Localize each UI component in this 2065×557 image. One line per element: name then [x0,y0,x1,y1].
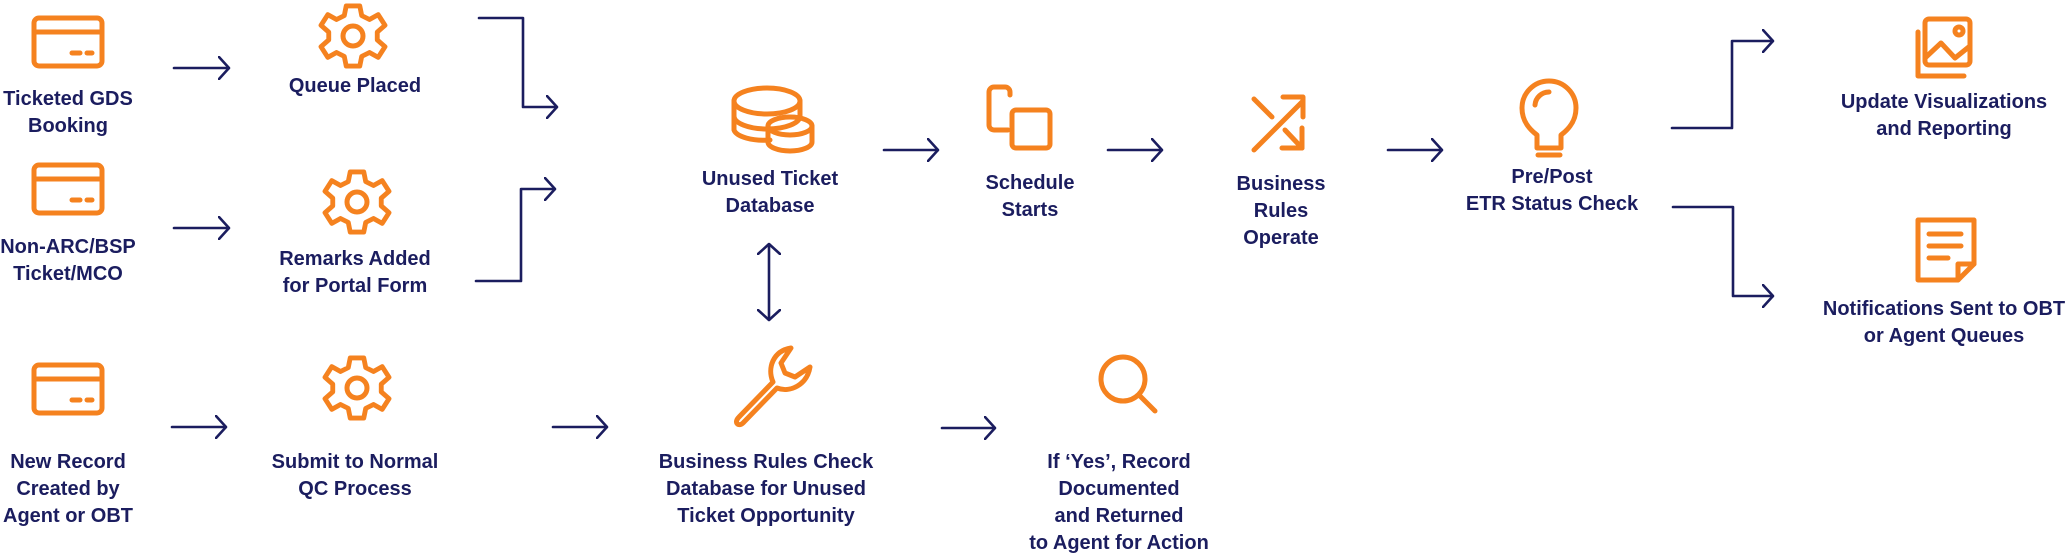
node-label-queue-placed: Queue Placed [289,73,421,100]
label-line: If ‘Yes’, Record [1047,451,1191,473]
browser-window-icon [31,15,105,69]
shuffle-icon [1251,94,1306,153]
node-label-non-arc-bsp-ticket: Non-ARC/BSP Ticket/MCO [0,234,136,288]
coins-icon [731,85,815,154]
label-line: New Record [10,451,126,473]
label-line: Update Visualizations [1840,91,2048,113]
label-line: Submit to Normal [271,451,439,473]
node-label-business-rules-operate: Business Rules Operate [1237,171,1326,252]
label-line: Ticket/MCO [13,263,123,285]
node-label-unused-ticket-database: Unused Ticket Database [702,166,838,220]
node-label-ticketed-gds-booking: Ticketed GDS Booking [3,86,133,140]
lightbulb-icon [1519,78,1579,158]
node-label-notifications-sent: Notifications Sent to OBT or Agent Queue… [1823,296,2065,350]
label-line: Ticket Opportunity [677,505,855,527]
label-line: Booking [28,115,108,137]
label-line: Pre/Post [1511,166,1593,188]
label-line: Starts [1001,199,1059,221]
copy-icon [986,84,1053,151]
node-label-remarks-added: Remarks Added for Portal Form [279,246,431,300]
label-line: or Agent Queues [1863,325,2025,347]
label-line: Agent or OBT [3,505,133,527]
label-line: Rules [1253,200,1309,222]
label-line: Operate [1243,227,1319,249]
label-line: QC Process [298,478,412,500]
node-label-schedule-starts: Schedule Starts [986,170,1075,224]
node-label-business-rules-check: Business Rules Check Database for Unused… [659,449,874,530]
connector-status-to-update [1670,41,1775,130]
node-label-status-check: Pre/Post ETR Status Check [1466,164,1638,218]
node-label-update-visualizations: Update Visualizations and Reporting [1841,89,2047,143]
label-line: to Agent for Action [1029,532,1209,554]
label-line: Created by [16,478,120,500]
magnifier-icon [1098,354,1158,414]
connector-status-to-notifications [1671,205,1775,296]
label-line: for Portal Form [282,275,428,297]
label-line: and Returned [1054,505,1184,527]
label-line: Business [1236,173,1326,195]
node-label-new-record: New Record Created by Agent or OBT [3,449,133,530]
label-line: Remarks Added [279,248,431,270]
gear-icon [322,355,392,421]
label-line: Queue Placed [288,75,422,97]
connector-remarks-to-database [474,189,557,283]
gear-icon [322,169,392,235]
label-line: Database for Unused [665,478,867,500]
note-icon [1915,217,1977,283]
browser-window-icon [31,162,105,216]
label-line: Database [725,195,815,217]
label-line: Documented [1058,478,1180,500]
node-label-record-documented: If ‘Yes’, Record Documented and Returned… [1029,449,1209,557]
label-line: Business Rules Check [658,451,874,473]
label-line: Non-ARC/BSP [0,236,136,258]
label-line: Notifications Sent to OBT [1822,298,2065,320]
label-line: Unused Ticket [701,168,839,190]
label-line: and Reporting [1876,118,2012,140]
label-line: ETR Status Check [1465,193,1639,215]
image-gallery-icon [1915,16,1973,79]
node-label-submit-qc: Submit to Normal QC Process [272,449,439,503]
browser-window-icon [31,362,105,416]
connector-queue-to-database [477,16,559,107]
label-line: Ticketed GDS [3,88,133,110]
label-line: Schedule [985,172,1075,194]
wrench-icon [734,345,813,428]
gear-icon [318,3,388,69]
